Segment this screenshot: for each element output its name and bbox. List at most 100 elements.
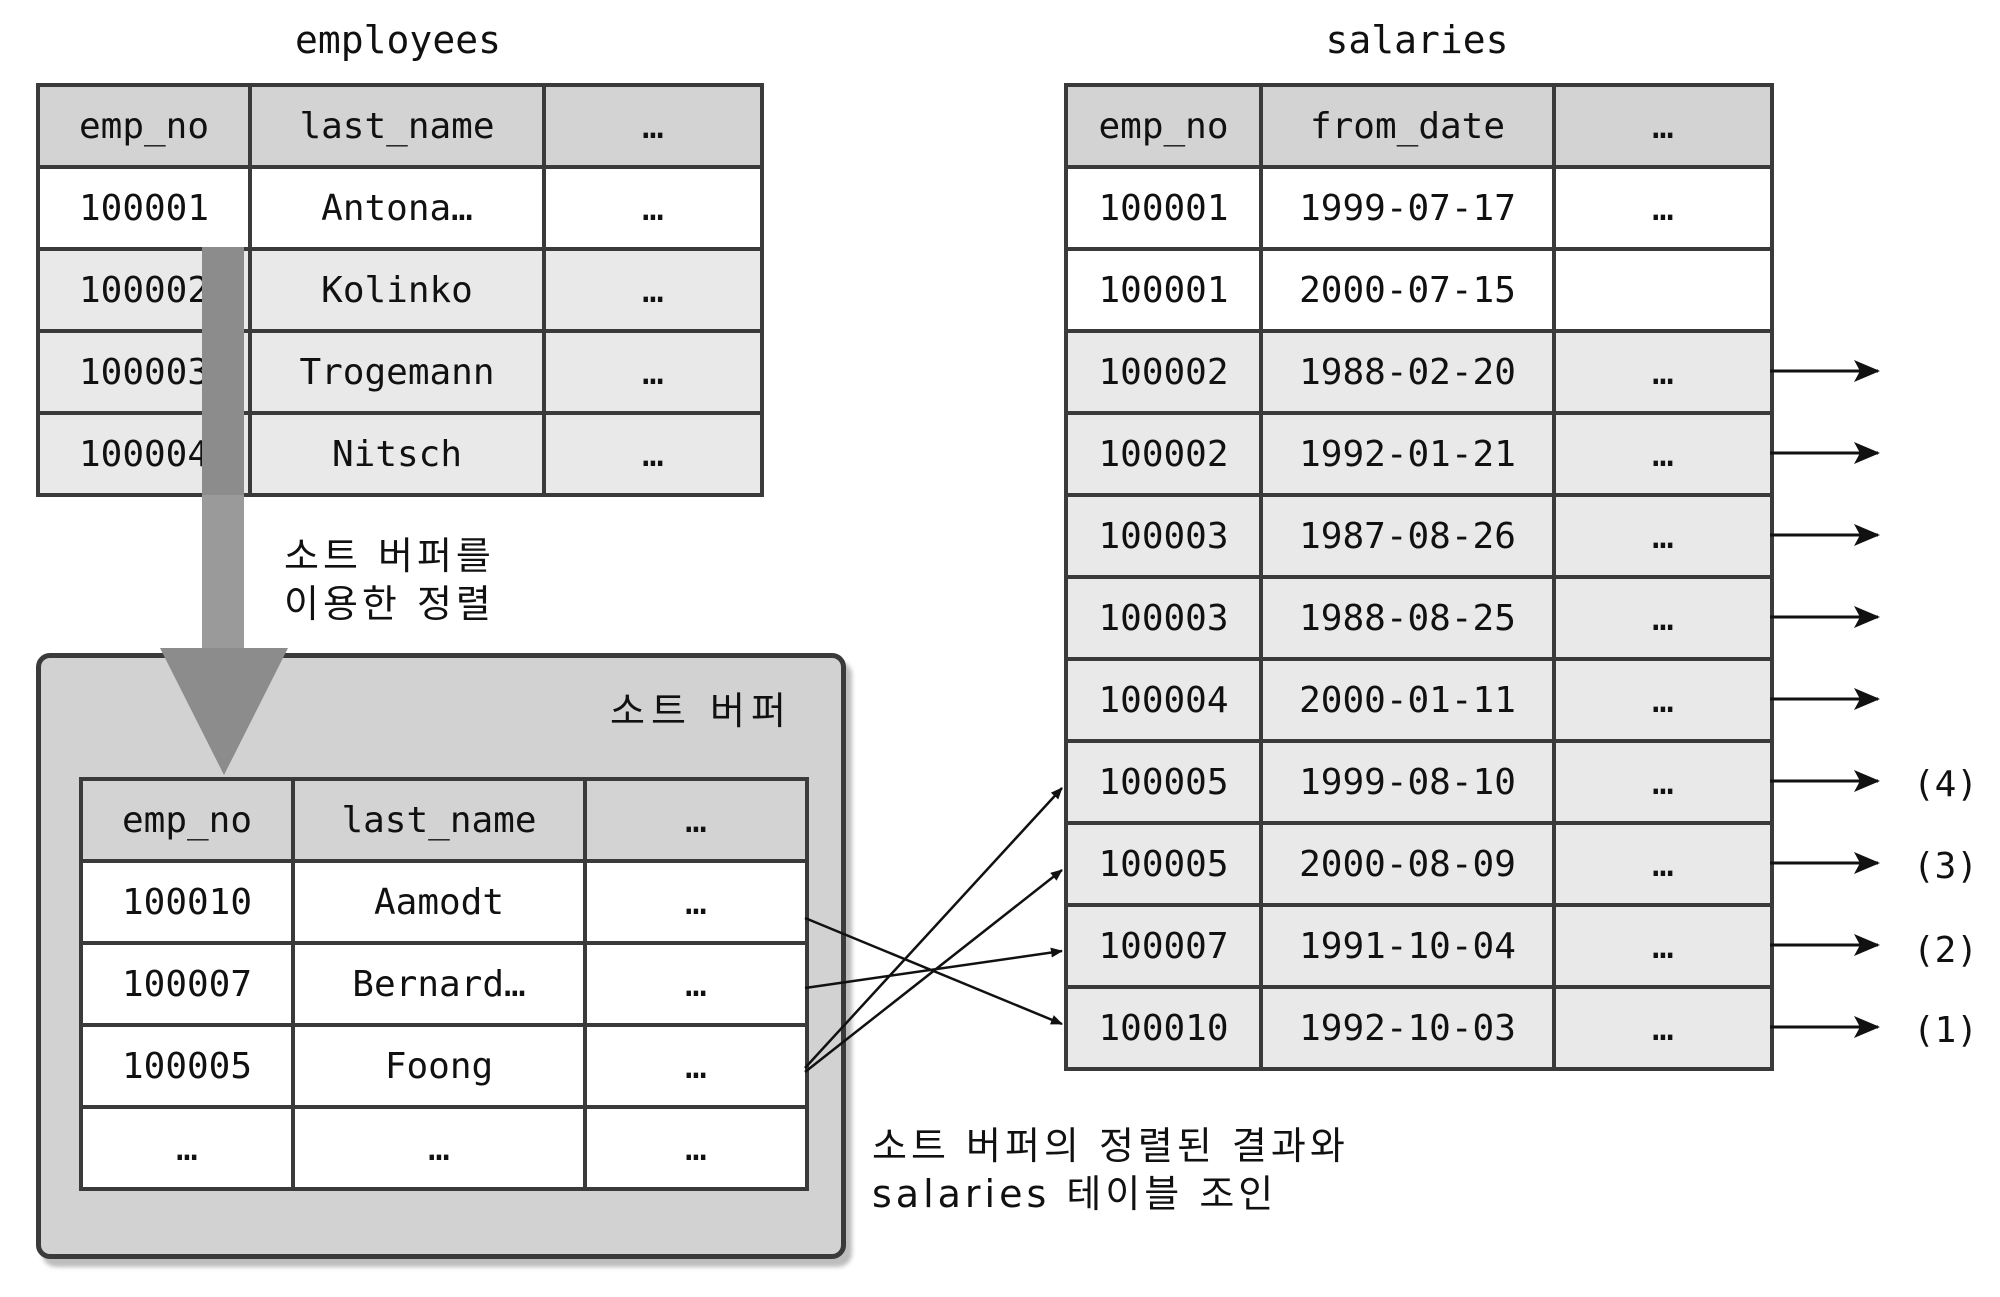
table-row: 100007 1991-10-04 … <box>1064 903 1774 989</box>
join-caption-line: salaries 테이블 조인 <box>872 1172 1278 1216</box>
table-cell: 100010 <box>1064 985 1263 1071</box>
employees-header-row: emp_no last_name … <box>36 83 764 169</box>
table-cell: 1991-10-04 <box>1259 903 1556 989</box>
table-cell: Antona… <box>248 165 546 251</box>
table-row: 100010 Aamodt … <box>79 859 809 945</box>
sort-caption: 소트 버퍼를 이용한 정렬 <box>284 532 495 628</box>
table-row: 100001 Antona… … <box>36 165 764 251</box>
order-label: (4) <box>1913 764 1979 805</box>
table-row: 100001 1999-07-17 … <box>1064 165 1774 251</box>
table-cell: 100007 <box>1064 903 1263 989</box>
table-row: 100010 1992-10-03 … <box>1064 985 1774 1071</box>
table-row: 100002 1988-02-20 … <box>1064 329 1774 415</box>
table-cell: … <box>1552 985 1774 1071</box>
table-cell: … <box>583 859 809 945</box>
column-header: … <box>542 83 764 169</box>
order-label: (1) <box>1913 1010 1979 1051</box>
table-cell: 100005 <box>1064 821 1263 907</box>
column-header: from_date <box>1259 83 1556 169</box>
column-header: emp_no <box>79 777 295 863</box>
column-header: last_name <box>291 777 587 863</box>
order-label: (3) <box>1913 846 1979 887</box>
table-cell: 1999-08-10 <box>1259 739 1556 825</box>
join-caption: 소트 버퍼의 정렬된 결과와 salaries 테이블 조인 <box>872 1122 1349 1218</box>
table-row: 100004 Nitsch … <box>36 411 764 497</box>
table-row: … … … <box>79 1105 809 1191</box>
table-cell: … <box>1552 165 1774 251</box>
table-row: 100002 Kolinko … <box>36 247 764 333</box>
row-arrows <box>1770 360 1880 1038</box>
table-row: 100004 2000-01-11 … <box>1064 657 1774 743</box>
table-row: 100005 Foong … <box>79 1023 809 1109</box>
table-row: 100002 1992-01-21 … <box>1064 411 1774 497</box>
table-cell: 1987-08-26 <box>1259 493 1556 579</box>
sort-flow-arrowhead <box>160 648 288 775</box>
table-row: 100005 2000-08-09 … <box>1064 821 1774 907</box>
table-cell: 100005 <box>1064 739 1263 825</box>
table-cell: … <box>291 1105 587 1191</box>
table-cell: 100002 <box>1064 411 1263 497</box>
join-line-100005-b <box>804 869 1063 1073</box>
employees-table: emp_no last_name … 100001 Antona… … 1000… <box>36 83 764 497</box>
table-cell: … <box>542 411 764 497</box>
sort-caption-line: 이용한 정렬 <box>284 582 495 626</box>
table-cell: 100003 <box>1064 575 1263 661</box>
table-cell: 1992-10-03 <box>1259 985 1556 1071</box>
table-cell: 1992-01-21 <box>1259 411 1556 497</box>
salaries-header-row: emp_no from_date … <box>1064 83 1774 169</box>
table-row: 100005 1999-08-10 … <box>1064 739 1774 825</box>
table-cell: 2000-08-09 <box>1259 821 1556 907</box>
table-row: 100003 1988-08-25 … <box>1064 575 1774 661</box>
table-cell: Nitsch <box>248 411 546 497</box>
table-cell: Foong <box>291 1023 587 1109</box>
sort-buffer-title: 소트 버퍼 <box>610 689 792 733</box>
salaries-title: salaries <box>1325 18 1509 62</box>
table-cell: 100007 <box>79 941 295 1027</box>
table-cell: … <box>1552 493 1774 579</box>
table-cell: … <box>583 1105 809 1191</box>
column-header: emp_no <box>36 83 252 169</box>
table-cell: … <box>542 165 764 251</box>
table-cell: … <box>1552 657 1774 743</box>
table-cell: Bernard… <box>291 941 587 1027</box>
table-row: 100001 2000-07-15 <box>1064 247 1774 333</box>
table-cell: Trogemann <box>248 329 546 415</box>
table-cell: 100005 <box>79 1023 295 1109</box>
column-header: emp_no <box>1064 83 1263 169</box>
table-cell: 100003 <box>1064 493 1263 579</box>
table-cell: 1988-02-20 <box>1259 329 1556 415</box>
employees-title: employees <box>295 18 501 62</box>
table-cell: 100010 <box>79 859 295 945</box>
join-caption-line: 소트 버퍼의 정렬된 결과와 <box>872 1124 1349 1168</box>
table-cell: … <box>542 247 764 333</box>
table-cell: 100002 <box>1064 329 1263 415</box>
sort-buffer-table: emp_no last_name … 100010 Aamodt … 10000… <box>79 777 809 1191</box>
salaries-table: emp_no from_date … 100001 1999-07-17 … 1… <box>1064 83 1774 1071</box>
sort-flow-bar <box>202 247 244 495</box>
sort-caption-line: 소트 버퍼를 <box>284 534 495 578</box>
column-header: … <box>583 777 809 863</box>
table-cell: 100001 <box>1064 165 1263 251</box>
table-cell: … <box>1552 903 1774 989</box>
table-cell: 1988-08-25 <box>1259 575 1556 661</box>
table-cell: … <box>1552 821 1774 907</box>
table-row: 100003 1987-08-26 … <box>1064 493 1774 579</box>
table-cell: Kolinko <box>248 247 546 333</box>
order-label: (2) <box>1913 930 1979 971</box>
table-cell: 100001 <box>1064 247 1263 333</box>
table-cell: Aamodt <box>291 859 587 945</box>
column-header: … <box>1552 83 1774 169</box>
table-cell <box>1552 247 1774 333</box>
table-cell: … <box>1552 329 1774 415</box>
table-cell: 100004 <box>1064 657 1263 743</box>
table-cell: 2000-01-11 <box>1259 657 1556 743</box>
table-cell: … <box>1552 575 1774 661</box>
table-cell: … <box>542 329 764 415</box>
table-cell: 100001 <box>36 165 252 251</box>
column-header: last_name <box>248 83 546 169</box>
table-cell: 2000-07-15 <box>1259 247 1556 333</box>
table-cell: … <box>583 1023 809 1109</box>
table-cell: … <box>1552 739 1774 825</box>
join-line-100005-a <box>804 787 1063 1069</box>
